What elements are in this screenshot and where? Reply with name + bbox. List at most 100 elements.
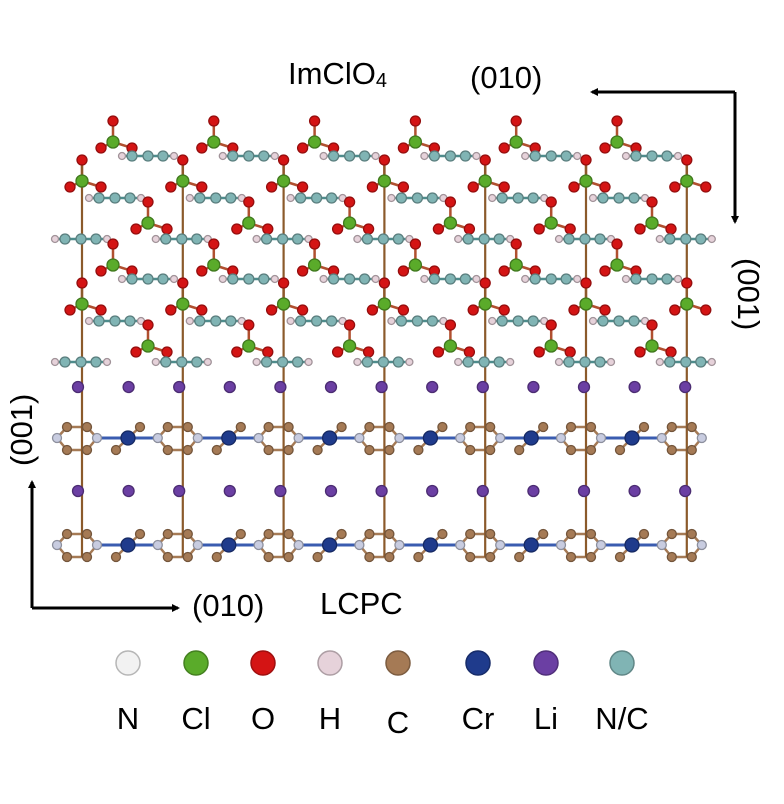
hydrogen-atom bbox=[554, 234, 564, 244]
n-c-atom bbox=[462, 233, 474, 245]
oxygen-atom bbox=[378, 154, 391, 166]
n-c-atom bbox=[496, 315, 508, 327]
carbon-atom bbox=[312, 551, 323, 563]
n-c-atom bbox=[191, 356, 203, 368]
oxygen-atom bbox=[646, 196, 658, 208]
chromium-atom bbox=[523, 537, 539, 553]
oxygen-atom bbox=[196, 142, 208, 154]
n-c-atom bbox=[377, 356, 390, 368]
oxygen-atom bbox=[467, 304, 479, 316]
legend-label-cr: Cr bbox=[461, 701, 495, 736]
n-c-atom bbox=[512, 192, 524, 204]
nitrogen-atom bbox=[696, 432, 707, 444]
oxygen-atom bbox=[611, 115, 623, 127]
oxygen-atom bbox=[196, 304, 208, 316]
lithium-atom bbox=[274, 484, 287, 498]
hydrogen-atom bbox=[185, 193, 194, 203]
n-c-atom bbox=[392, 356, 405, 368]
n-c-atom bbox=[493, 356, 505, 368]
carbon-atom bbox=[538, 528, 549, 540]
oxygen-atom bbox=[208, 115, 220, 127]
n-c-atom bbox=[597, 315, 609, 327]
n-c-atom bbox=[90, 233, 102, 245]
nitrogen-atom bbox=[656, 432, 667, 444]
n-c-atom bbox=[126, 273, 138, 285]
nitrogen-atom bbox=[192, 432, 203, 444]
lithium-atom bbox=[577, 380, 591, 394]
chlorine-atom bbox=[377, 297, 392, 311]
n-c-atom bbox=[142, 273, 154, 285]
oxygen-atom bbox=[243, 319, 255, 331]
oxygen-atom bbox=[681, 154, 693, 166]
nitrogen-atom bbox=[192, 539, 203, 551]
hydrogen-atom bbox=[387, 193, 396, 203]
n-c-atom bbox=[90, 356, 102, 368]
oxygen-atom bbox=[498, 181, 510, 193]
carbon-atom bbox=[638, 421, 650, 433]
oxygen-atom bbox=[142, 319, 154, 331]
lithium-atom bbox=[476, 484, 489, 498]
oxygen-atom bbox=[130, 346, 142, 358]
oxygen-atom bbox=[362, 223, 375, 235]
oxygen-atom bbox=[510, 115, 522, 127]
nitrogen-atom bbox=[495, 539, 506, 551]
carbon-atom bbox=[81, 444, 93, 456]
carbon-atom bbox=[364, 528, 375, 540]
oxygen-atom bbox=[564, 223, 576, 235]
hydrogen-atom bbox=[270, 151, 279, 161]
chlorine-atom bbox=[75, 174, 89, 188]
chlorine-atom bbox=[307, 135, 322, 149]
n-c-atom bbox=[260, 356, 273, 368]
carbon-atom bbox=[585, 551, 597, 563]
oxygen-atom bbox=[564, 346, 576, 358]
oxygen-atom bbox=[498, 304, 510, 316]
n-c-atom bbox=[59, 356, 71, 368]
n-c-atom bbox=[392, 233, 405, 245]
oxygen-atom bbox=[362, 346, 375, 358]
carbon-atom bbox=[538, 421, 549, 433]
oxygen-atom bbox=[700, 304, 712, 316]
chlorine-atom bbox=[276, 297, 291, 311]
n-c-atom bbox=[343, 273, 356, 285]
n-c-atom bbox=[243, 150, 255, 162]
carbon-atom bbox=[614, 444, 626, 456]
lithium-atom bbox=[375, 380, 388, 394]
n-c-atom bbox=[225, 315, 237, 327]
hydrogen-atom bbox=[655, 357, 664, 367]
hydrogen-atom bbox=[304, 357, 313, 367]
hydrogen-atom bbox=[319, 151, 328, 161]
lithium-atom bbox=[527, 380, 540, 394]
n-c-atom bbox=[594, 233, 606, 245]
chlorine-atom bbox=[509, 258, 523, 272]
n-c-atom bbox=[628, 315, 640, 327]
n-c-atom bbox=[291, 233, 304, 245]
carbon-atom bbox=[384, 444, 395, 456]
n-c-atom bbox=[478, 233, 490, 245]
lcpc-title: LCPC bbox=[320, 586, 403, 621]
chlorine-atom bbox=[680, 297, 694, 311]
carbon-atom bbox=[485, 444, 496, 456]
carbon-atom bbox=[364, 421, 375, 433]
chromium-atom bbox=[321, 430, 338, 446]
n-c-atom bbox=[545, 150, 557, 162]
carbon-atom bbox=[61, 528, 73, 540]
n-c-atom bbox=[358, 273, 371, 285]
hydrogen-atom bbox=[573, 151, 582, 161]
legend-label-n-c: N/C bbox=[595, 701, 649, 736]
n-c-atom bbox=[276, 233, 289, 245]
carbon-atom bbox=[485, 421, 496, 433]
oxygen-atom bbox=[231, 346, 243, 358]
carbon-atom bbox=[465, 421, 476, 433]
hydrogen-atom bbox=[454, 234, 463, 244]
n-c-atom bbox=[75, 233, 87, 245]
oxygen-atom bbox=[76, 154, 88, 166]
carbon-atom bbox=[565, 528, 577, 540]
n-c-atom bbox=[93, 315, 105, 327]
imclo4-title: ImClO4 bbox=[288, 58, 387, 91]
oxygen-atom bbox=[634, 223, 646, 235]
n-c-atom bbox=[194, 192, 206, 204]
carbon-atom bbox=[336, 421, 347, 433]
n-c-atom bbox=[444, 273, 457, 285]
hydrogen-atom bbox=[286, 316, 295, 326]
n-c-atom bbox=[124, 192, 136, 204]
